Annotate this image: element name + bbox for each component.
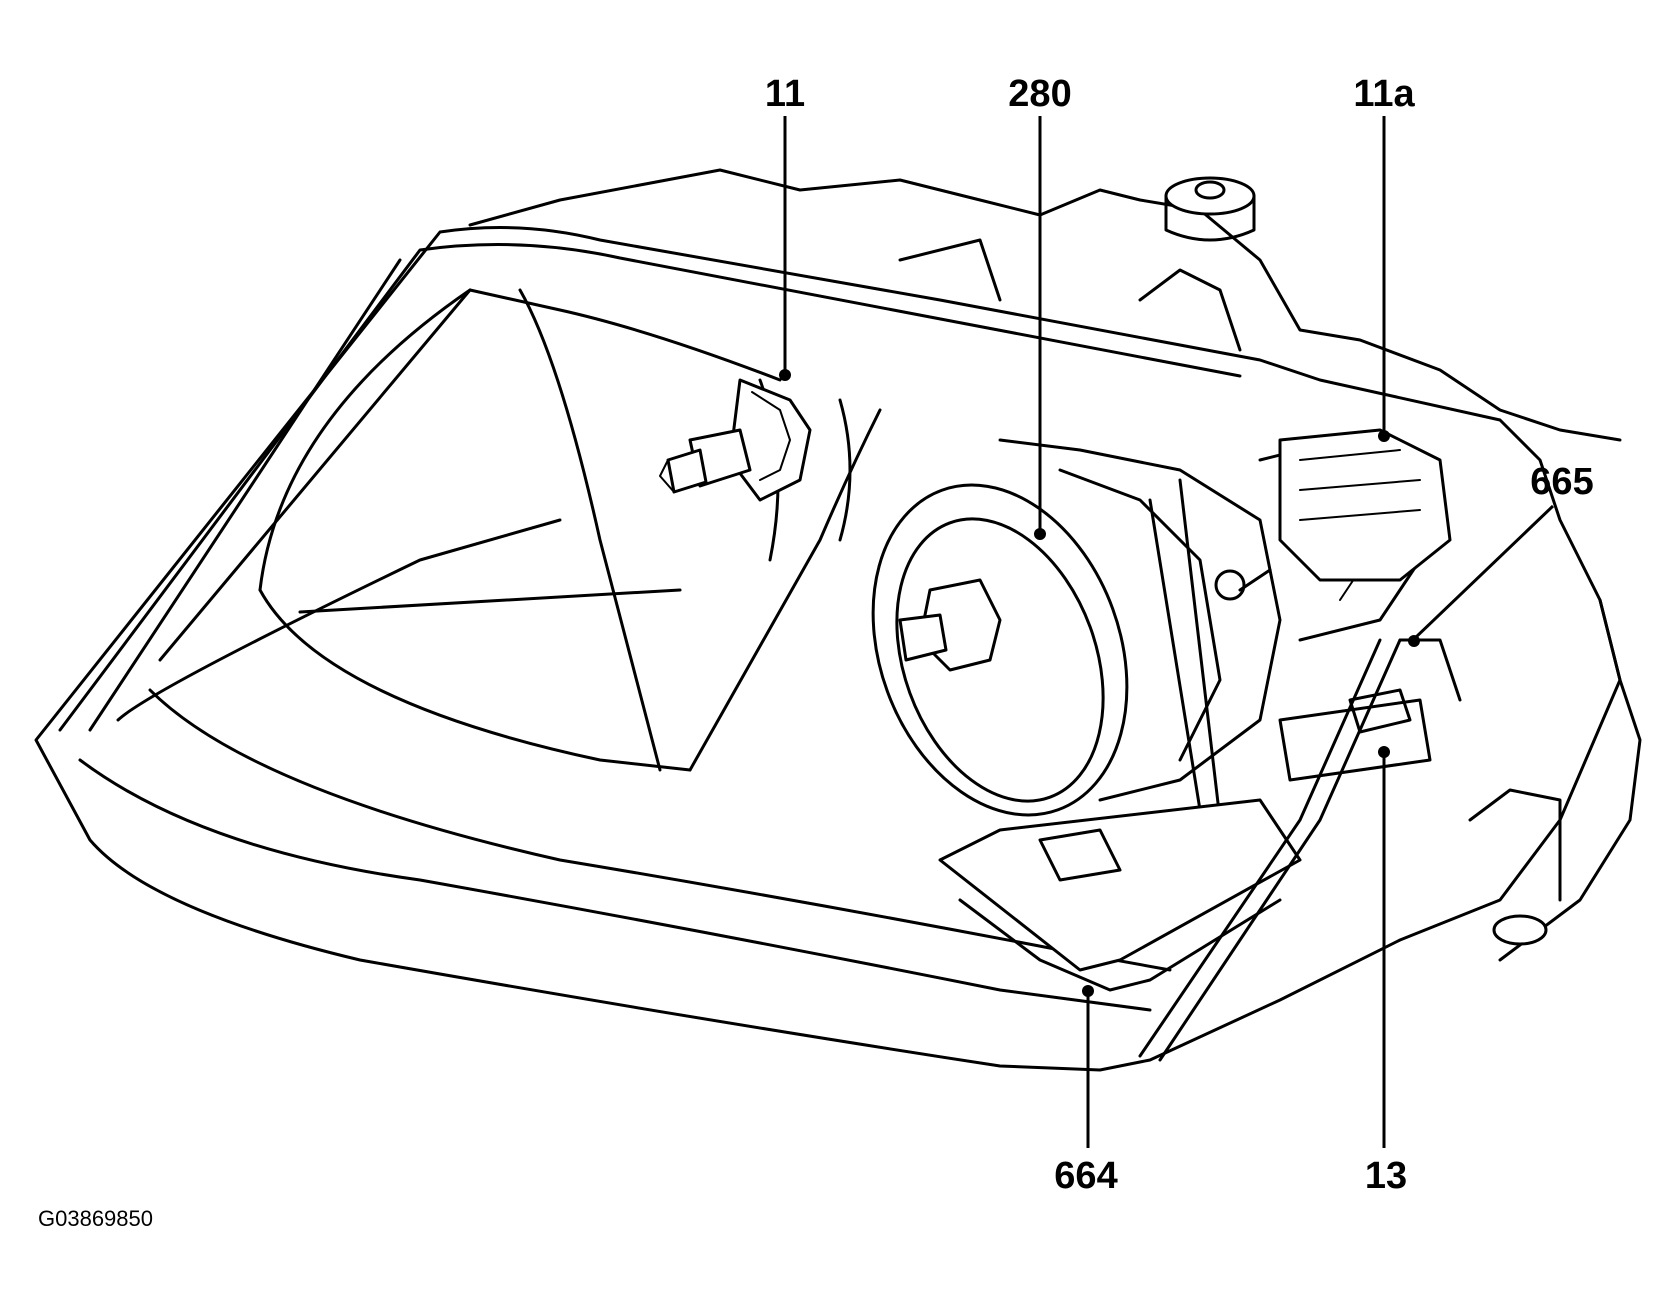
figure-id: G03869850: [38, 1206, 153, 1231]
ballast-unit: [938, 638, 1462, 1062]
leader-dot-11: [779, 369, 791, 381]
leader-dot-280: [1034, 528, 1046, 540]
leader-dot-664: [1082, 985, 1094, 997]
projector-module: [871, 438, 1422, 822]
leader-665: [1412, 504, 1555, 641]
rear-housing: [468, 168, 1642, 962]
headlamp-housing: [34, 226, 1622, 1072]
callout-label-11: 11: [765, 73, 805, 115]
callout-label-11a: 11a: [1353, 73, 1415, 115]
callout-label-665: 665: [1530, 461, 1593, 503]
callout-label-13: 13: [1365, 1155, 1407, 1197]
leader-dot-11a: [1378, 430, 1390, 442]
callout-labels: 11 280 11a 665 664 13: [765, 73, 1594, 1197]
leader-dot-665: [1408, 635, 1420, 647]
halogen-bulb: [659, 378, 812, 502]
callout-label-664: 664: [1054, 1155, 1117, 1197]
leader-dot-13: [1378, 746, 1390, 758]
reflector-bowl: [258, 288, 882, 772]
callout-label-280: 280: [1008, 73, 1071, 115]
callout-leaders: [779, 116, 1555, 1148]
leveling-motor: [1238, 428, 1452, 592]
